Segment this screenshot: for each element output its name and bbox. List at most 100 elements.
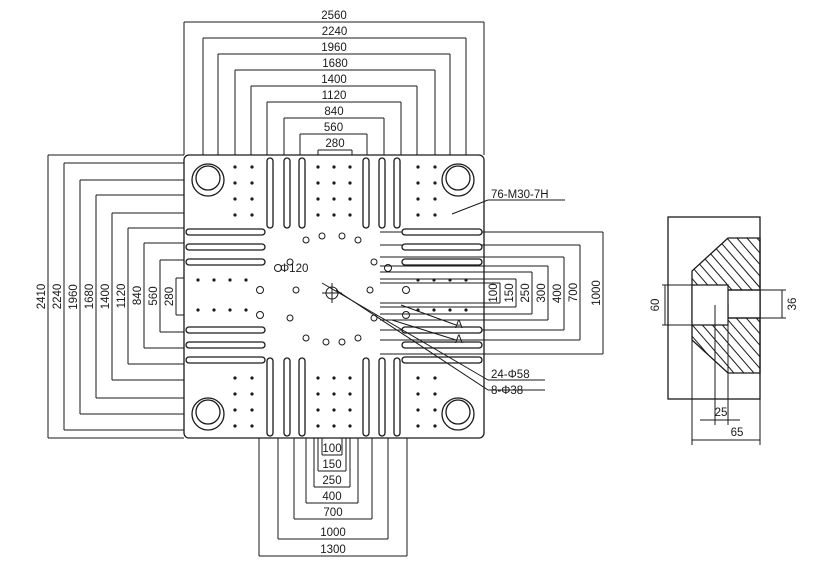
large-hole xyxy=(384,264,392,272)
tie-bar-hole-tl xyxy=(191,163,225,197)
right-dim-label: 150 xyxy=(504,283,516,302)
tap-hole xyxy=(332,376,336,380)
section-a-label-2: A xyxy=(455,334,463,346)
t-slot xyxy=(378,157,386,229)
tap-hole xyxy=(316,197,320,201)
tap-hole xyxy=(332,424,336,428)
tap-hole xyxy=(348,392,352,396)
bottom-dim-label: 400 xyxy=(322,491,341,503)
tap-hole xyxy=(233,408,237,412)
bottom-dim-label: 150 xyxy=(322,459,341,471)
section-hatching xyxy=(692,238,760,373)
top-dim-label: 1960 xyxy=(321,42,347,54)
mounting-holes xyxy=(196,165,468,428)
tap-hole xyxy=(332,213,336,217)
ejector-hole xyxy=(286,314,294,322)
t-slot xyxy=(401,326,483,334)
ejector-hole xyxy=(286,258,294,266)
t-slot xyxy=(266,357,274,437)
section-a-label-1: A xyxy=(455,319,463,331)
platen-outline xyxy=(183,154,485,439)
tap-hole xyxy=(416,408,420,412)
tap-hole xyxy=(464,278,468,282)
right-dim-label: 100 xyxy=(488,283,500,302)
section-slot-head xyxy=(691,284,729,326)
left-dim-label: 1120 xyxy=(116,284,128,309)
tap-hole xyxy=(464,308,468,312)
t-slot xyxy=(378,357,386,437)
t-slot xyxy=(185,356,266,364)
ejector-hole xyxy=(370,258,378,266)
ejector-hole xyxy=(366,286,374,294)
section-view: 60 36 25 65 xyxy=(650,216,799,445)
left-dim-label: 1400 xyxy=(100,284,112,310)
tap-hole xyxy=(250,408,254,412)
tap-hole xyxy=(250,424,254,428)
tap-hole xyxy=(348,424,352,428)
tap-hole xyxy=(416,197,420,201)
tap-hole xyxy=(316,165,320,169)
thread-label: 76-M30-7H xyxy=(491,189,549,201)
t-slot xyxy=(185,258,266,266)
t-slots xyxy=(185,157,483,437)
center-bore-label: Φ120 xyxy=(280,263,308,275)
t-slot xyxy=(401,243,483,251)
tie-bar-hole-bl xyxy=(191,397,225,431)
ejector-hole xyxy=(292,286,300,294)
right-dim-label: 700 xyxy=(568,283,580,302)
tap-hole xyxy=(332,408,336,412)
t-slot xyxy=(393,357,401,437)
large-hole xyxy=(402,286,410,294)
tap-hole xyxy=(332,392,336,396)
large-hole xyxy=(402,311,410,319)
tap-hole xyxy=(196,308,200,312)
ejector-hole xyxy=(322,338,330,346)
tap-hole xyxy=(332,181,336,185)
tie-bar-hole-br xyxy=(441,397,475,431)
t-slot xyxy=(283,157,291,229)
ejector-hole xyxy=(354,334,362,342)
ejector-hole xyxy=(302,334,310,342)
bottom-dim-label: 1300 xyxy=(320,544,346,556)
tap-hole xyxy=(250,181,254,185)
left-dim-label: 1960 xyxy=(68,284,80,310)
tap-hole xyxy=(212,308,216,312)
bottom-dim-label: 250 xyxy=(322,475,341,487)
tap-hole xyxy=(433,181,437,185)
tap-hole xyxy=(332,197,336,201)
tap-hole xyxy=(433,408,437,412)
ejector-hole xyxy=(338,338,346,346)
large-hole xyxy=(256,311,264,319)
tie-bar-hole-tl-inner xyxy=(195,165,221,191)
tap-hole xyxy=(250,213,254,217)
tap-hole xyxy=(233,392,237,396)
tap-hole xyxy=(250,392,254,396)
top-dim-label: 280 xyxy=(325,138,344,150)
tap-hole xyxy=(316,424,320,428)
tap-hole xyxy=(348,181,352,185)
tap-hole xyxy=(332,165,336,169)
tap-hole xyxy=(433,213,437,217)
tap-hole xyxy=(433,392,437,396)
large-hole xyxy=(274,264,282,272)
ejector-hole xyxy=(354,236,362,244)
tap-hole xyxy=(348,165,352,169)
tap-hole xyxy=(316,376,320,380)
t-slot xyxy=(362,357,370,437)
tap-hole xyxy=(432,278,436,282)
section-dim-65: 65 xyxy=(731,427,744,439)
t-slot xyxy=(401,341,483,349)
tap-hole xyxy=(250,197,254,201)
top-dim-label: 1400 xyxy=(321,74,347,86)
tie-bar-hole-tr xyxy=(441,163,475,197)
ejector-hole xyxy=(302,236,310,244)
t-slot xyxy=(185,326,266,334)
tap-hole xyxy=(348,197,352,201)
t-slot xyxy=(298,357,306,437)
t-slot xyxy=(401,258,483,266)
left-dim-label: 2410 xyxy=(36,284,48,310)
bottom-dim-label: 100 xyxy=(322,443,341,455)
tap-hole xyxy=(448,308,452,312)
